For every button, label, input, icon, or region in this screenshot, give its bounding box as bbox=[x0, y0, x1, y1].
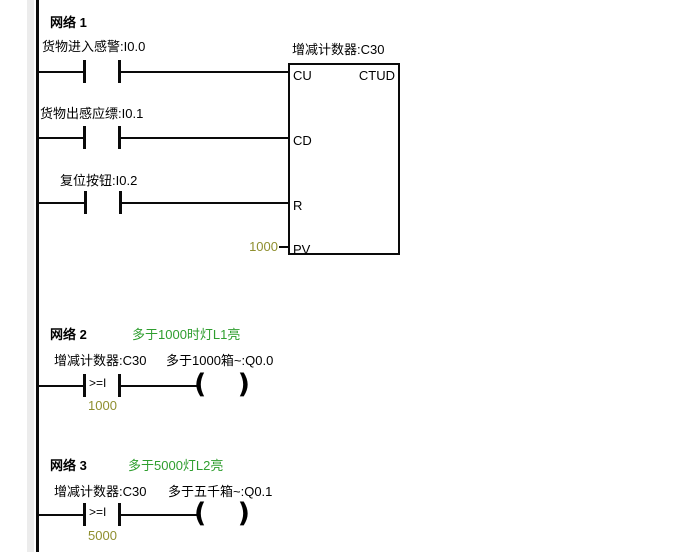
contact-bar bbox=[83, 60, 86, 83]
coil-label-q0-1: 多于五千箱~:Q0.1 bbox=[168, 484, 273, 499]
compare-contact-label-n3: 增减计数器:C30 bbox=[54, 484, 147, 499]
network-2-comment: 多于1000时灯L1亮 bbox=[132, 327, 241, 342]
coil-close-icon: ) bbox=[237, 498, 250, 529]
compare-contact-c30-1000[interactable]: >=I bbox=[83, 374, 121, 397]
contact-bar bbox=[84, 191, 87, 214]
contact-bar bbox=[118, 374, 121, 397]
compare-value-n3: 5000 bbox=[88, 528, 117, 543]
pin-cu-label: CU bbox=[293, 68, 312, 83]
contact-i0-2[interactable] bbox=[84, 191, 122, 214]
compare-contact-label-n2: 增减计数器:C30 bbox=[54, 353, 147, 368]
pin-r-label: R bbox=[293, 198, 303, 213]
coil-open-icon: ( bbox=[194, 498, 207, 529]
wire-segment bbox=[39, 514, 83, 516]
pin-pv-label: PV bbox=[293, 242, 311, 257]
contact-bar bbox=[83, 374, 86, 397]
contact-i0-2-label: 复位按钮:I0.2 bbox=[60, 173, 138, 188]
coil-label-q0-0: 多于1000箱~:Q0.0 bbox=[166, 353, 274, 368]
network-3-title: 网络 3 bbox=[50, 458, 87, 473]
coil-q0-0[interactable]: ( ) bbox=[194, 369, 250, 400]
contact-i0-0-label: 货物进入感警:I0.0 bbox=[42, 39, 146, 54]
wire-segment bbox=[121, 71, 288, 73]
counter-box-title: 增减计数器:C30 bbox=[292, 42, 385, 57]
contact-i0-0[interactable] bbox=[83, 60, 121, 83]
power-rail bbox=[36, 0, 39, 552]
contact-bar bbox=[83, 126, 86, 149]
coil-q0-1[interactable]: ( ) bbox=[194, 498, 250, 529]
wire-segment bbox=[121, 137, 288, 139]
contact-i0-1-label: 货物出感应缥:I0.1 bbox=[40, 106, 144, 121]
wire-segment bbox=[39, 71, 83, 73]
wire-segment bbox=[39, 202, 84, 204]
counter-box-c30[interactable]: CU CTUD CD R PV bbox=[288, 63, 400, 257]
contact-bar bbox=[119, 191, 122, 214]
compare-op-label: >=I bbox=[89, 376, 107, 390]
coil-close-icon: ) bbox=[237, 369, 250, 400]
wire-segment bbox=[121, 514, 197, 516]
contact-i0-1[interactable] bbox=[83, 126, 121, 149]
coil-open-icon: ( bbox=[194, 369, 207, 400]
contact-bar bbox=[118, 503, 121, 526]
wire-segment bbox=[39, 137, 83, 139]
pv-constant-value: 1000 bbox=[249, 239, 278, 254]
compare-value-n2: 1000 bbox=[88, 398, 117, 413]
network-2-title: 网络 2 bbox=[50, 327, 87, 342]
network-3-comment: 多于5000灯L2亮 bbox=[128, 458, 224, 473]
contact-bar bbox=[118, 126, 121, 149]
wire-segment bbox=[122, 202, 288, 204]
gutter-stripe bbox=[27, 0, 34, 552]
wire-segment bbox=[39, 385, 83, 387]
compare-contact-c30-5000[interactable]: >=I bbox=[83, 503, 121, 526]
wire-segment bbox=[279, 246, 288, 248]
wire-segment bbox=[121, 385, 197, 387]
pin-cd-label: CD bbox=[293, 133, 312, 148]
box-type-label: CTUD bbox=[358, 68, 395, 83]
contact-bar bbox=[83, 503, 86, 526]
contact-bar bbox=[118, 60, 121, 83]
network-1-title: 网络 1 bbox=[50, 15, 87, 30]
compare-op-label: >=I bbox=[89, 505, 107, 519]
